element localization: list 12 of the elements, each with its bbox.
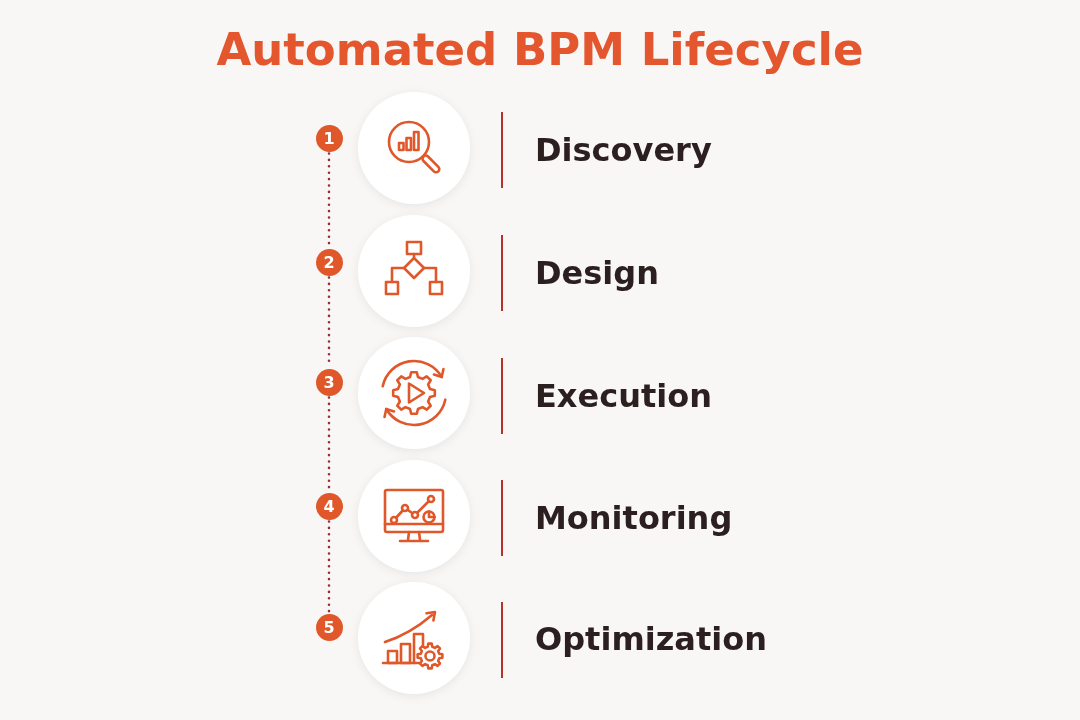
number-badge: 3 xyxy=(315,368,343,396)
number-badge: 2 xyxy=(315,248,343,276)
step-label: Design xyxy=(535,253,659,293)
step-label: Discovery xyxy=(535,130,712,170)
title: Automated BPM Lifecycle xyxy=(216,22,864,78)
number-badge: 1 xyxy=(315,124,343,152)
dotted-connector xyxy=(327,520,331,613)
step-label: Monitoring xyxy=(535,498,733,538)
number-badge: 5 xyxy=(315,613,343,641)
step-label: Execution xyxy=(535,376,712,416)
step-label: Optimization xyxy=(535,619,767,659)
number-badge: 4 xyxy=(315,492,343,520)
